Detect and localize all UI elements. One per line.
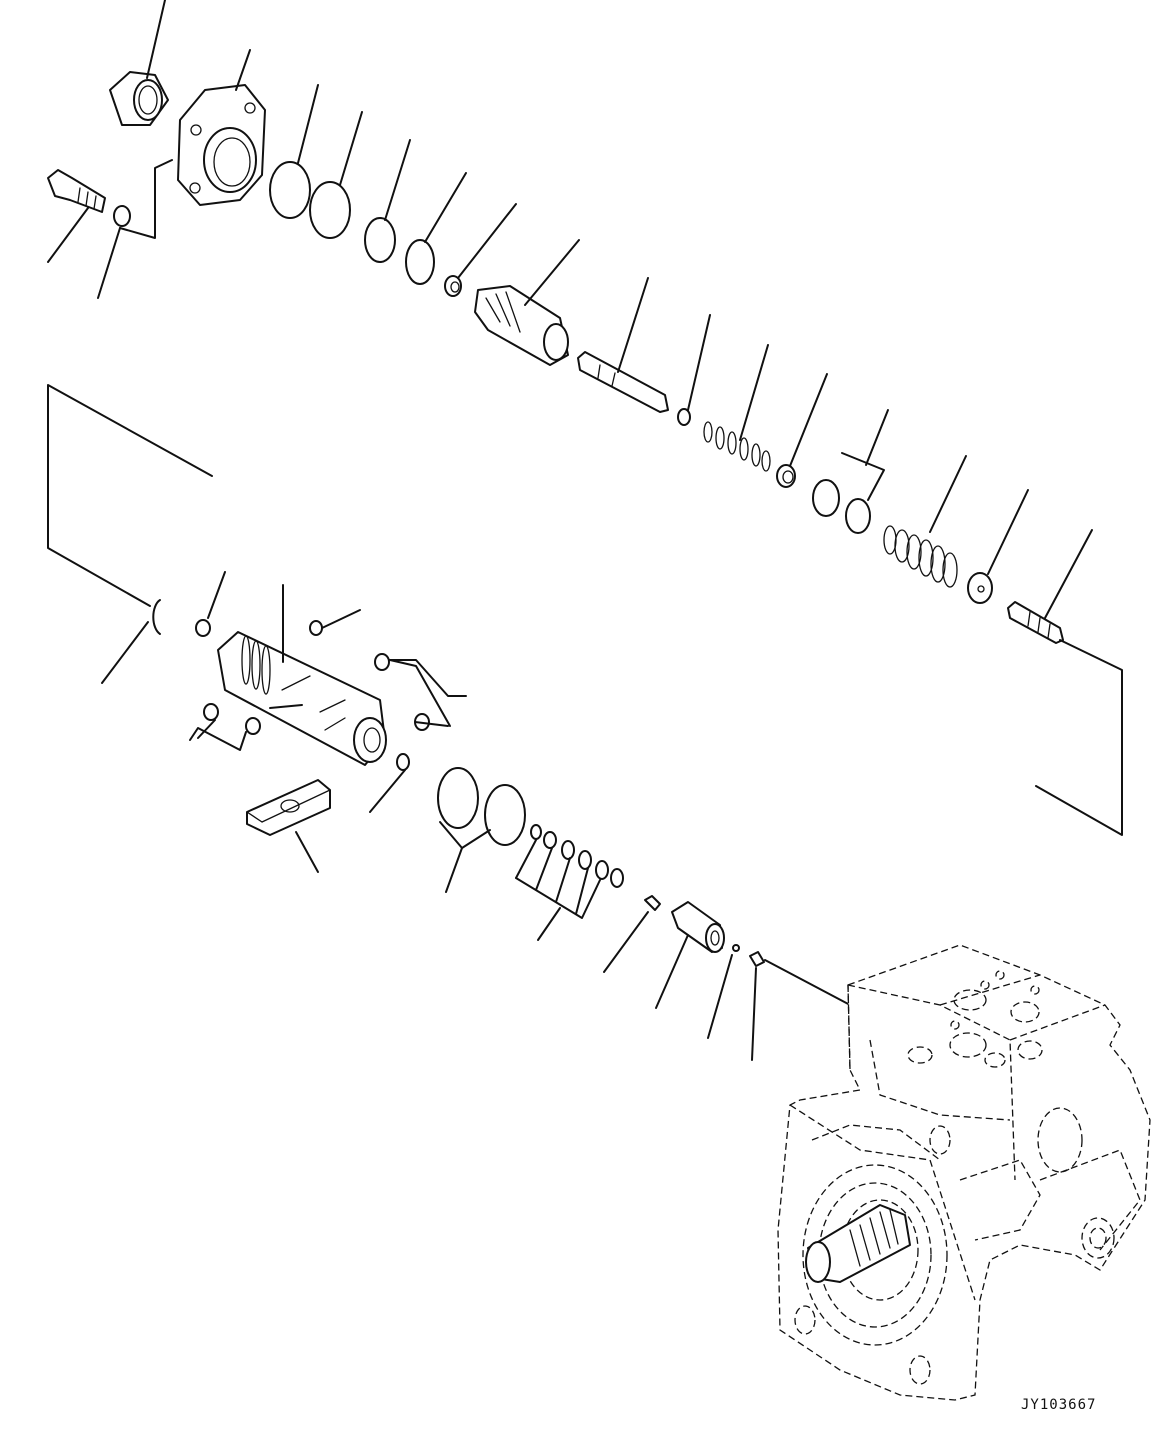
ball [152,599,161,635]
pump-assembly [777,944,1151,1401]
spring-1 [703,421,771,472]
washer [113,205,131,227]
backup-ring-1 [812,479,840,517]
steel-ball [732,944,740,952]
sleeve [474,285,569,366]
spool [577,351,669,413]
drawing-id-label: JY103667 [1021,1397,1097,1413]
o-ring-3 [364,217,396,263]
leader-lines-upper [47,0,1093,619]
adjust-screw [1007,601,1064,644]
o-ring-6 [484,784,526,846]
pin [644,895,661,911]
backup-ring-2 [845,498,871,534]
small-o-rings [530,824,624,888]
valve-body [217,631,387,766]
retainer [967,572,993,604]
small-nut [444,275,462,297]
pump-shaft [805,1204,911,1283]
small-ring [677,408,691,426]
o-ring-1 [269,161,311,219]
check-valve [671,901,725,953]
leader-lines-lower [189,571,467,813]
connection-lines [47,384,1123,836]
flange [177,84,266,206]
block-plate [246,779,331,836]
hex-nut [109,71,169,126]
plugs [195,619,430,771]
small-plug [749,951,765,967]
bolt [47,169,106,213]
o-ring-4 [405,239,435,285]
spring-2 [883,525,958,588]
o-ring-5 [437,767,479,829]
seat [776,464,796,488]
o-ring-2 [309,181,351,239]
